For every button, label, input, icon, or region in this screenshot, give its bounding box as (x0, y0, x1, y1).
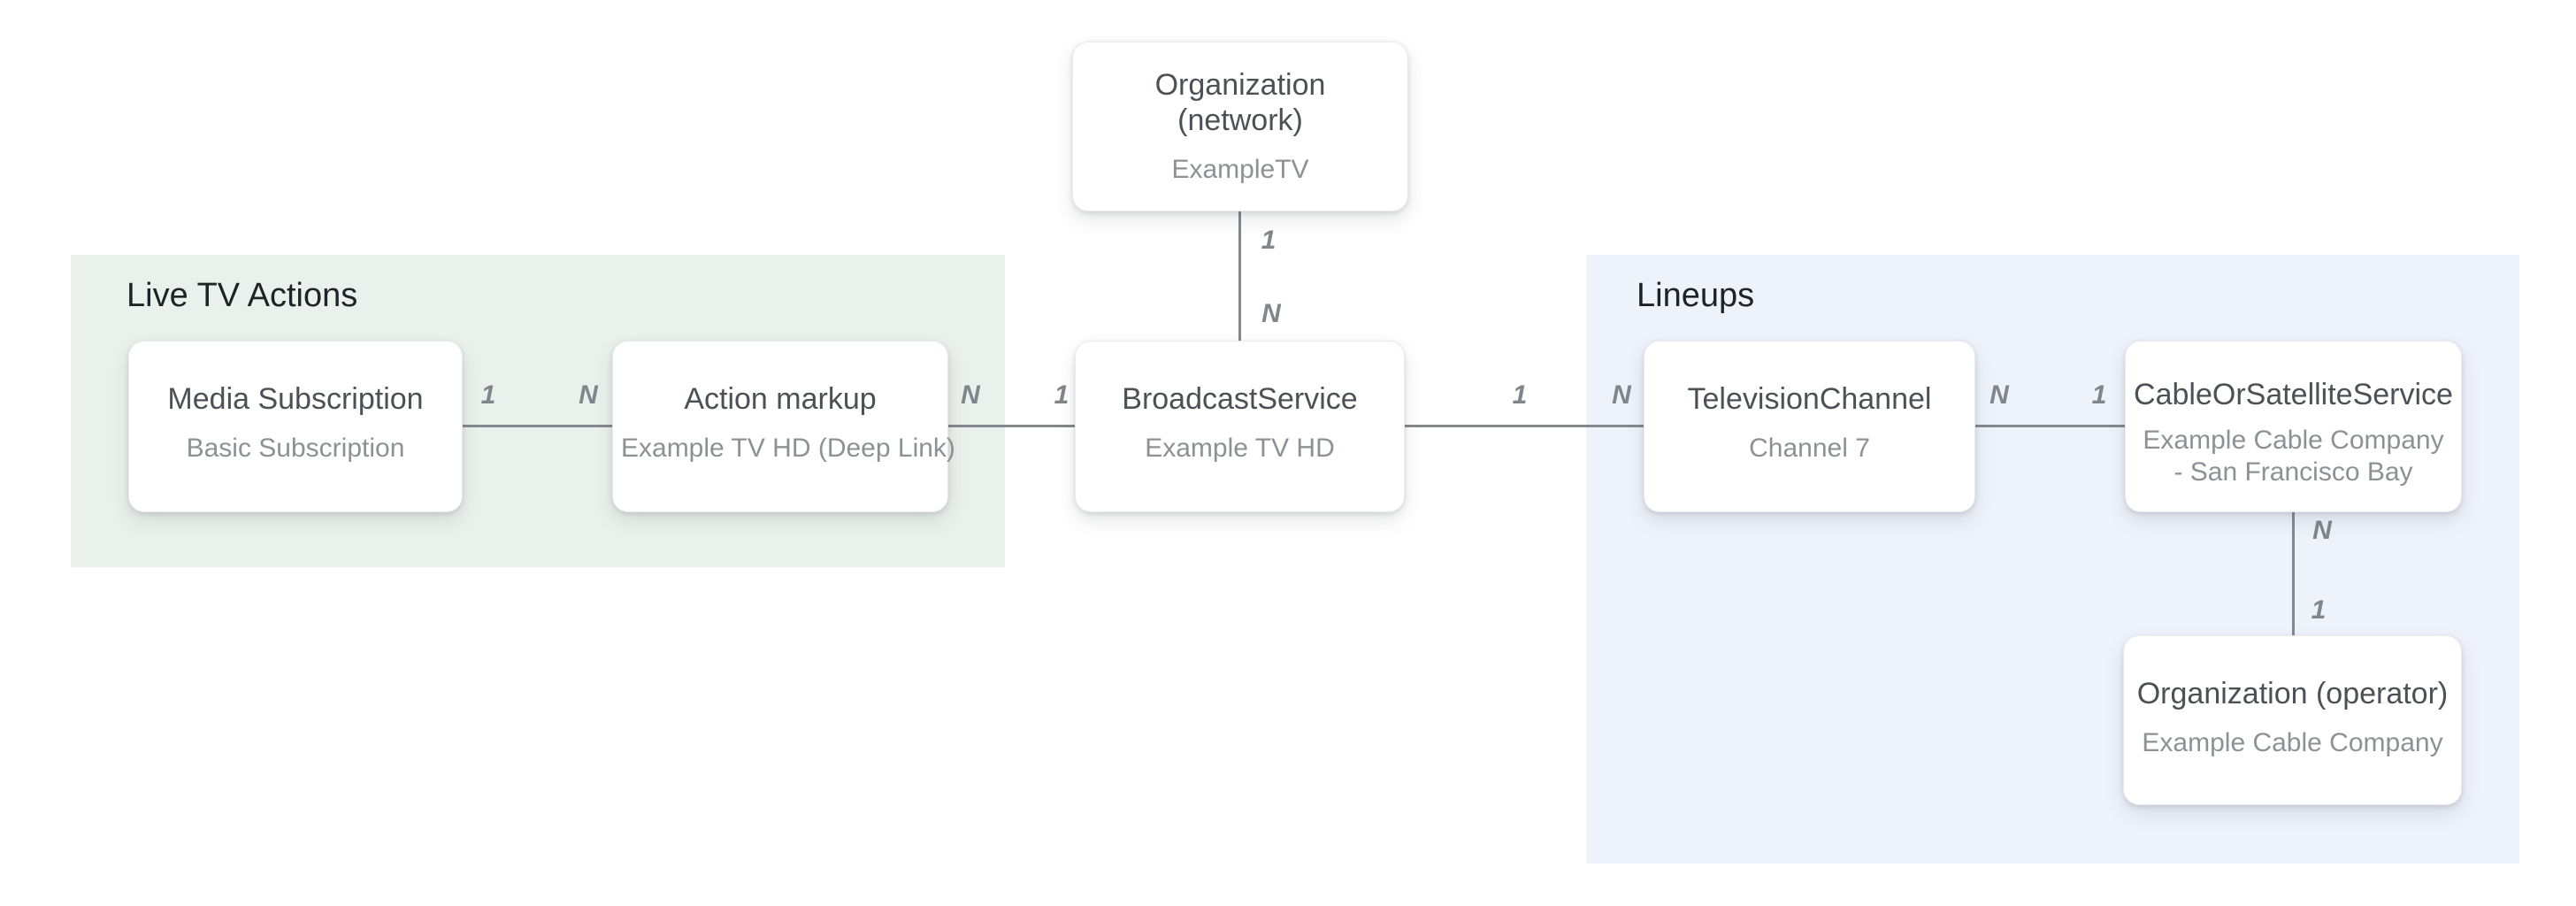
lineups-region-label: Lineups (1637, 277, 1755, 314)
node-subtitle: Example Cable Company - San Francisco Ba… (2143, 426, 2444, 487)
node-title: CableOrSatelliteService (2134, 378, 2453, 411)
cardinality-label: N (961, 380, 980, 410)
cardinality-label: N (1612, 380, 1631, 410)
edge-mediasubscription-actionmarkup (463, 425, 612, 427)
cardinality-label: 1 (480, 380, 496, 410)
node-title: Organization (operator) (2136, 677, 2449, 710)
node-subtitle: ExampleTV (1171, 155, 1309, 184)
node-subtitle: Example TV HD (Deep Link) (621, 434, 955, 463)
node-organization-operator: Organization (operator) Example Cable Co… (2123, 635, 2462, 805)
cardinality-label: N (1261, 299, 1281, 328)
node-title: TelevisionChannel (1687, 382, 1932, 416)
edge-network-broadcastservice (1238, 211, 1241, 341)
node-action-markup: Action markup Example TV HD (Deep Link) (612, 341, 955, 512)
node-title: Media Subscription (167, 382, 424, 416)
node-title: Organization (network) (1154, 68, 1326, 137)
node-organization-network: Organization (network) ExampleTV (1072, 42, 1408, 211)
node-title: Action markup (684, 382, 877, 416)
node-broadcast-service: BroadcastService Example TV HD (1075, 341, 1405, 512)
node-subtitle: Channel 7 (1749, 434, 1870, 463)
cardinality-label: 1 (1054, 380, 1070, 410)
node-subtitle: Basic Subscription (186, 434, 405, 463)
node-cable-or-satellite-service: CableOrSatelliteService Example Cable Co… (2125, 341, 2462, 512)
cardinality-label: N (1990, 380, 2009, 410)
node-subtitle: Example TV HD (1145, 434, 1335, 463)
edge-televisionchannel-cableservice (1975, 425, 2125, 427)
cardinality-label: 1 (2311, 595, 2327, 625)
edge-cableservice-operator (2292, 512, 2295, 635)
cardinality-label: 1 (2091, 380, 2107, 410)
cardinality-label: 1 (1261, 226, 1276, 255)
cardinality-label: N (2312, 516, 2332, 545)
edge-broadcastservice-televisionchannel (1405, 425, 1644, 427)
node-television-channel: TelevisionChannel Channel 7 (1644, 341, 1975, 512)
live-tv-actions-region-label: Live TV Actions (126, 277, 358, 314)
cardinality-label: 1 (1512, 380, 1528, 410)
node-title: BroadcastService (1122, 382, 1358, 416)
edge-actionmarkup-broadcastservice (948, 425, 1075, 427)
node-subtitle: Example Cable Company (2142, 728, 2443, 757)
node-media-subscription: Media Subscription Basic Subscription (128, 341, 463, 512)
cardinality-label: N (579, 380, 598, 410)
